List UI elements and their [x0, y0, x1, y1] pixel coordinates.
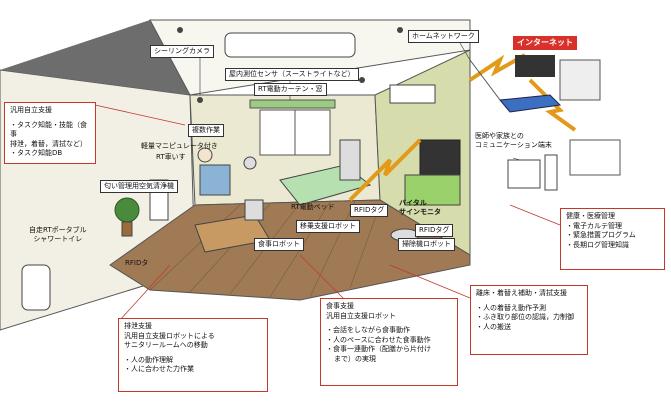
box-meal-subtitle: 汎用自立支援ロボット: [326, 312, 452, 322]
label-home-network: ホームネットワーク: [408, 30, 479, 43]
box-general-support: 汎用自立支援 ・タスク知能・技能（食事 排泄，着替，清拭など） ・タスク知能DB: [4, 102, 96, 164]
box-general-support-title: 汎用自立支援: [10, 106, 90, 116]
health-item-1: ・電子カルテ管理: [566, 222, 659, 232]
excretion-item-1: ・人の動作理解: [124, 356, 262, 366]
city-icon: [560, 60, 600, 100]
ambulance-icon: [570, 140, 620, 175]
label-rt-curtain: RT電動カーテン・窓: [254, 83, 327, 96]
label-indoor-sensor: 屋内測位センサ（スーストライトなど）: [225, 68, 359, 81]
bed-care-item-2: ・ふき取り部位の認識，力制御: [476, 313, 582, 323]
comm-terminal-tower: [545, 155, 557, 190]
label-vital-monitor: バイタル サインモニタ: [396, 198, 444, 218]
label-light-manipulator: 軽量マニピュレータ付き: [138, 141, 221, 152]
meal-item-1: ・会話をしながら食事動作: [326, 326, 452, 336]
label-ceiling-camera: シーリングカメラ: [150, 45, 214, 58]
label-multi-task: 複数作業: [188, 124, 224, 137]
air-conditioner: [390, 85, 435, 103]
label-rfid-left: RFIDタ: [122, 258, 151, 269]
label-comm-terminal: 医師や家族との コミュニケーション端末: [472, 131, 555, 151]
box-excretion-title: 排泄支援: [124, 322, 262, 332]
box-meal-title: 食事支援: [326, 302, 452, 312]
box-health-title: 健康・医療管理: [566, 212, 659, 222]
label-rt-wheelchair: RT車いす: [153, 152, 189, 163]
camera-dot-2: [359, 77, 365, 83]
general-support-item-2: 排泄，着替，清拭など）: [10, 140, 90, 150]
box-health: 健康・医療管理 ・電子カルテ管理 ・緊急措置プログラム ・長期ログ管理知識: [560, 208, 665, 270]
general-support-item-3: ・タスク知能DB: [10, 149, 90, 159]
health-item-3: ・長期ログ管理知識: [566, 241, 659, 251]
portable-toilet: [22, 265, 50, 310]
robot-head: [244, 157, 256, 169]
label-rfid-tag-bed: RFIDタグ: [350, 204, 388, 217]
ceiling-light: [225, 33, 355, 57]
bed-care-item-1: ・人の着替え動作予測: [476, 304, 582, 314]
curtain-rail: [250, 100, 335, 108]
box-bed-care-title: 離床・着替え補助・清拭支援: [476, 289, 582, 299]
transfer-robot: [340, 140, 360, 180]
label-meal-robot: 食事ロボット: [254, 238, 304, 251]
wheelchair: [200, 165, 230, 195]
tv-monitor: [420, 140, 460, 175]
label-odor-purifier: 匂い管理用空気清浄機: [100, 180, 178, 193]
label-cleaning-robot: 掃除機ロボット: [398, 238, 455, 251]
plant: [115, 198, 139, 222]
computer-icon-net: [515, 55, 555, 77]
general-support-item-1: ・タスク知能・技能（食事: [10, 121, 90, 140]
camera-dot-4: [197, 97, 203, 103]
excretion-item-2: ・人に合わせた力作業: [124, 365, 262, 375]
label-transfer-robot: 移乗支援ロボット: [296, 220, 360, 233]
camera-dot-1: [177, 27, 183, 33]
label-portable-toilet: 自走RTポータブル シャワートイレ: [26, 225, 90, 245]
box-meal: 食事支援 汎用自立支援ロボット ・会話をしながら食事動作 ・人のペースに合わせた…: [320, 298, 458, 386]
label-rfid-tag-right: RFIDタグ: [415, 224, 453, 237]
meal-robot-body: [245, 200, 263, 220]
meal-item-4: まで）の実現: [326, 355, 452, 365]
label-rt-bed: RT電動ベッド: [288, 202, 338, 213]
comm-terminal-monitor: [508, 160, 540, 188]
router: [500, 95, 560, 112]
box-excretion-subtitle2: サニタリールームへの移動: [124, 341, 262, 351]
camera-dot-3: [397, 27, 403, 33]
label-internet: インターネット: [513, 36, 577, 50]
bed-care-item-3: ・人の搬送: [476, 323, 582, 333]
box-bed-care: 離床・着替え補助・清拭支援 ・人の着替え動作予測 ・ふき取り部位の認識，力制御 …: [470, 285, 588, 355]
meal-item-2: ・人のペースに合わせた食事動作: [326, 336, 452, 346]
health-item-2: ・緊急措置プログラム: [566, 231, 659, 241]
box-excretion-subtitle: 汎用自立支援ロボットによる: [124, 332, 262, 342]
box-excretion: 排泄支援 汎用自立支援ロボットによる サニタリールームへの移動 ・人の動作理解 …: [118, 318, 268, 392]
meal-item-3: ・食事一連動作（配膳から片付け: [326, 345, 452, 355]
